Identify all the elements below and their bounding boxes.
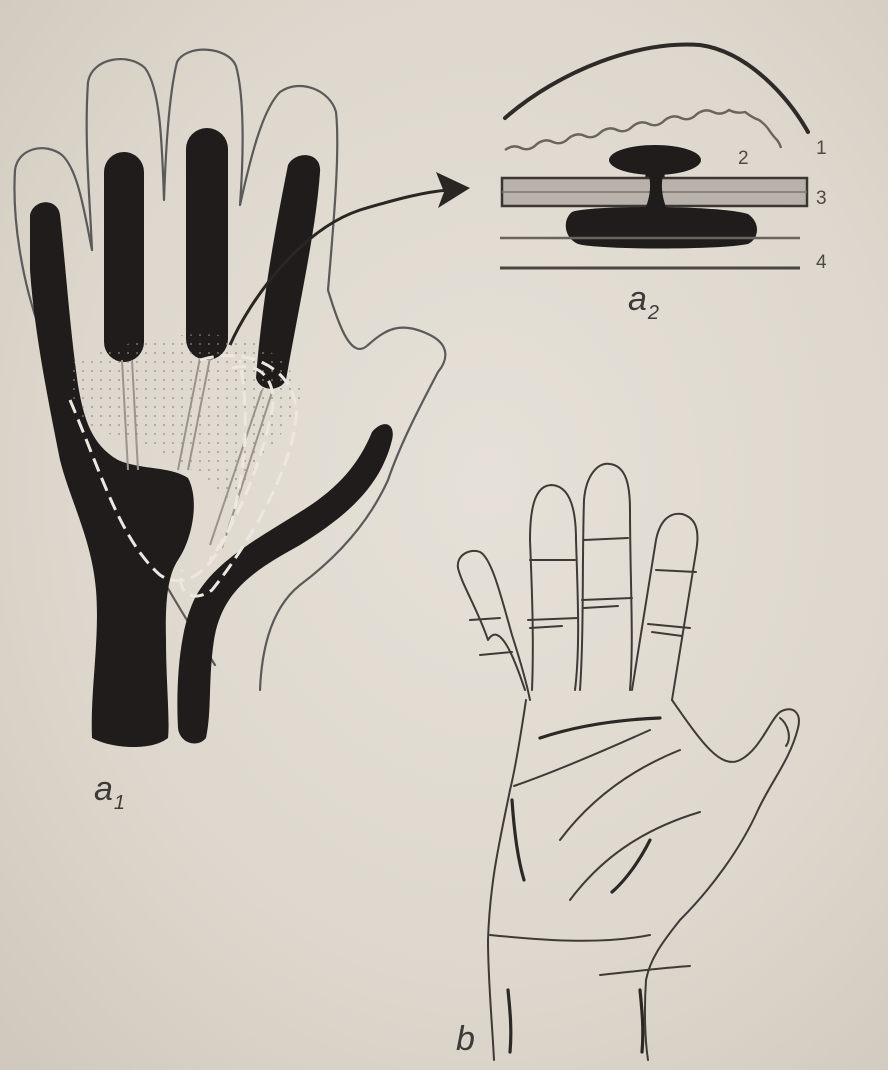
palm-crease-distal (540, 718, 660, 738)
ring-finger-creases (528, 560, 578, 628)
wrist-crease-2 (600, 966, 690, 975)
panel-label-a1-subscript: 1 (114, 792, 125, 814)
panel-a2-layer-diagram (500, 44, 808, 268)
incision-line-thenar (612, 840, 650, 892)
layer-number-2: 2 (738, 148, 749, 170)
palm-and-thumb-outline (488, 700, 799, 1060)
middle-finger-sheath (186, 128, 228, 360)
little-finger-outline (458, 551, 530, 700)
panel-label-a2-letter: a (628, 280, 647, 318)
layer-number-3: 3 (816, 188, 827, 210)
ring-finger-outline (530, 485, 578, 690)
panel-label-a1: a1 (94, 770, 125, 809)
panel-label-b-letter: b (456, 1020, 475, 1058)
panel-label-a1-letter: a (94, 770, 113, 808)
panel-a1-hand-diagram (14, 50, 445, 747)
layer-number-1: 1 (816, 138, 827, 160)
palm-crease-extra (570, 812, 700, 900)
panel-label-a2-subscript: 2 (648, 302, 659, 324)
lower-abscess-blob (566, 207, 757, 249)
panel-label-b: b (456, 1020, 475, 1059)
middle-finger-creases (582, 538, 632, 608)
layer-2-wavy-line (505, 110, 781, 150)
wrist-incision-left (508, 990, 511, 1052)
layer-number-4: 4 (816, 252, 827, 274)
index-finger-outline (632, 514, 697, 700)
layer-1-skin-curve (505, 44, 808, 132)
incision-line-ulnar (512, 800, 524, 880)
panel-b-hand-sketch (458, 464, 799, 1060)
middle-finger-outline (580, 464, 632, 690)
ring-finger-sheath (104, 152, 144, 362)
thumb-nail (780, 718, 789, 746)
wrist-crease-1 (490, 935, 650, 941)
palm-crease-proximal (514, 730, 650, 786)
index-finger-creases (648, 570, 696, 636)
wrist-incision-right (640, 990, 643, 1052)
panel-label-a2: a2 (628, 280, 659, 319)
